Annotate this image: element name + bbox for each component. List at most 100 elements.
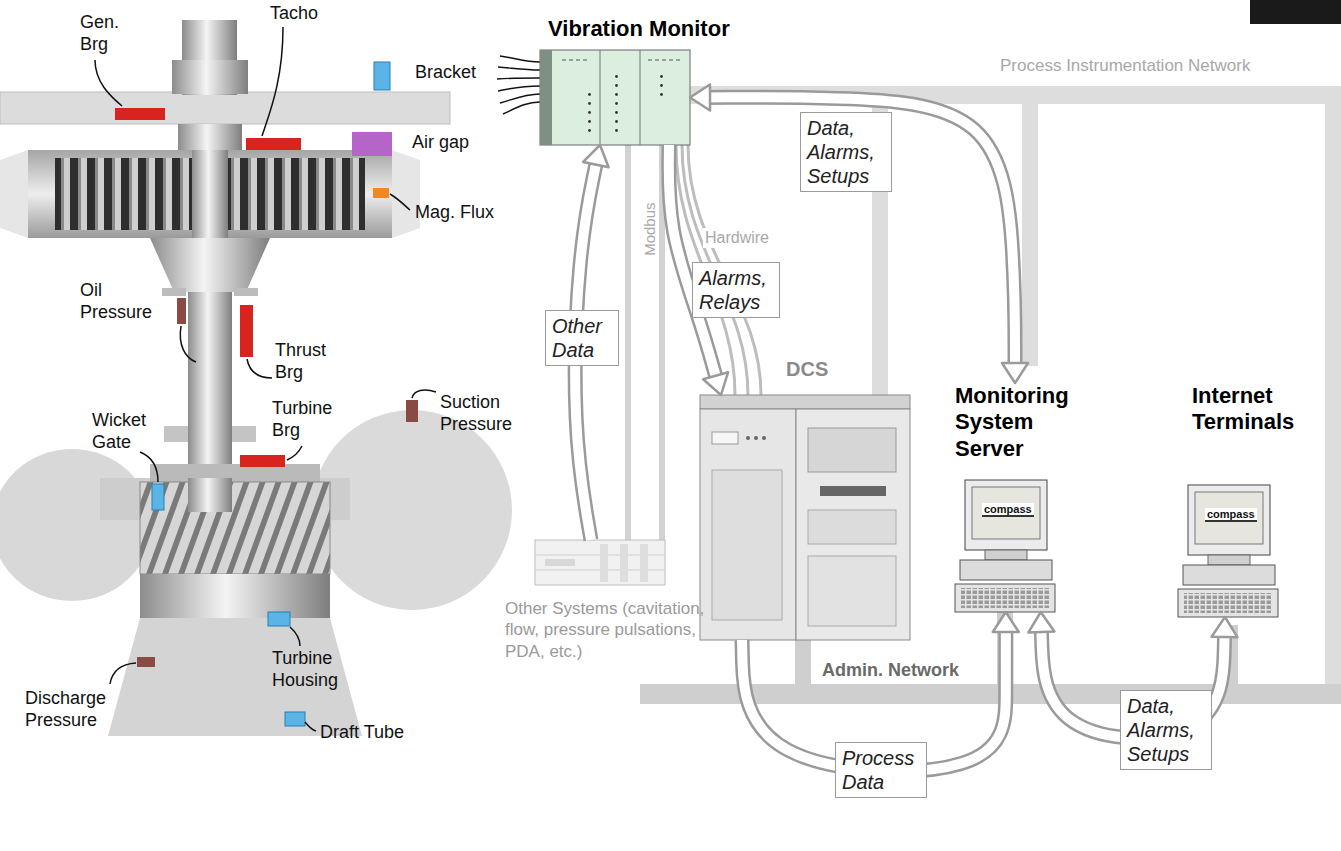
shaft: [172, 60, 248, 94]
part-label: Turbine Brg: [272, 398, 340, 442]
dcs-cabinet: [808, 510, 896, 544]
other-systems-rack: [545, 559, 575, 566]
dcs-cabinet: [712, 432, 738, 444]
leader-line: [140, 452, 158, 482]
server-unit: Monitoring System Server: [955, 383, 1130, 612]
server-computer: [985, 550, 1027, 560]
other-systems-rack: [640, 544, 648, 582]
terminal-computer: [1178, 485, 1278, 617]
monitor-unit: Vibration Monitor: [540, 50, 690, 145]
server-computer: [961, 588, 1049, 608]
leader-line: [287, 446, 302, 460]
terminal-computer: [1178, 589, 1278, 617]
generator-bracket: [0, 92, 450, 124]
edge-label: Process Data: [835, 742, 927, 798]
sensor: [115, 62, 418, 726]
part-label: Oil Pressure: [80, 280, 160, 324]
runner: [140, 464, 330, 574]
runner: [140, 482, 330, 574]
node-heading: Monitoring System Server: [955, 383, 1083, 462]
modbus-line: [625, 145, 631, 540]
edge-label: Other Data: [545, 310, 619, 366]
part-label: Turbine Housing: [272, 648, 348, 692]
leader-line: [247, 359, 272, 378]
part-label: Bracket: [415, 62, 476, 84]
part-label: Thrust Brg: [275, 340, 333, 384]
terminal-computer: [1188, 485, 1270, 555]
shaft: [172, 20, 248, 150]
sensor: [152, 484, 164, 510]
sensor: [373, 188, 389, 198]
screen-logo: compass: [1205, 508, 1257, 522]
leader-line: [412, 390, 436, 398]
leader-line: [262, 27, 283, 136]
shaft: [178, 124, 242, 150]
dcs-cabinet: [700, 395, 910, 409]
frame-corner: [1250, 0, 1341, 24]
bearing-plates: [232, 426, 256, 442]
generator-rotor: [0, 150, 420, 238]
bearing-plates: [162, 288, 186, 296]
runner: [150, 464, 320, 482]
dcs-cabinet: [746, 436, 750, 440]
arrow-head: [1002, 363, 1028, 383]
terminal-unit: Internet Terminals: [1180, 383, 1300, 617]
server-computer: [965, 480, 1047, 550]
sensor: [246, 138, 301, 150]
shaft-cone: [150, 238, 270, 478]
bearing-plates: [234, 288, 258, 296]
draft-tube: [108, 574, 362, 736]
vibration-monitor-rack: [582, 92, 592, 137]
dcs-cabinet: [712, 470, 782, 620]
dcs-cabinet: [762, 436, 766, 440]
vibration-monitor-rack: [612, 72, 622, 138]
part-label: Wicket Gate: [92, 410, 154, 454]
network-band: [795, 640, 811, 684]
generator-rotor: [28, 150, 392, 238]
part-label: Gen. Brg: [80, 12, 128, 56]
generator-rotor: [55, 158, 195, 230]
sensor: [406, 400, 418, 422]
network-band: [690, 86, 1341, 684]
edge-label: Data, Alarms, Setups: [800, 112, 892, 192]
part-label: Mag. Flux: [415, 202, 494, 224]
arrow-head: [703, 372, 728, 395]
server-computer: [955, 480, 1055, 612]
monitor-cables: [498, 67, 540, 70]
sensor: [240, 305, 253, 357]
vibration-monitor-rack: [600, 50, 601, 145]
monitor-cables: [497, 78, 540, 79]
other-systems-rack: [600, 544, 608, 582]
dcs-cabinet: [808, 556, 896, 626]
vibration-monitor-rack: [655, 70, 665, 100]
draft-tube: [140, 574, 330, 618]
monitor-cables: [498, 86, 540, 91]
leader-line: [290, 627, 300, 646]
dcs-cabinet: [808, 428, 896, 472]
network-label: Admin. Network: [822, 660, 959, 682]
node-heading: DCS: [786, 358, 828, 381]
frame-corner: [1250, 0, 1341, 24]
draft-tube: [108, 618, 362, 736]
server-computer: [955, 584, 1055, 612]
generator-bracket: [0, 92, 450, 124]
sensor: [268, 612, 290, 626]
arrow-head: [993, 612, 1019, 632]
generator-rotor: [225, 158, 365, 230]
sensor: [285, 712, 305, 726]
edge-label: Data, Alarms, Setups: [1120, 690, 1212, 770]
sensor: [115, 108, 165, 120]
terminal-computer: [1183, 565, 1275, 585]
terminal-computer: [1184, 593, 1272, 613]
monitor-cables: [500, 56, 540, 62]
spiral-casing: [0, 449, 152, 601]
dcs-cabinet: [754, 436, 758, 440]
vibration-monitor-rack: [540, 50, 690, 145]
dcs-cabinet: [700, 395, 910, 640]
terminal-computer: [1208, 555, 1250, 565]
edge-label: Alarms, Relays: [692, 262, 780, 318]
server-computer: [960, 560, 1052, 580]
generator-rotor: [0, 150, 28, 238]
node-heading: Vibration Monitor: [548, 16, 730, 42]
